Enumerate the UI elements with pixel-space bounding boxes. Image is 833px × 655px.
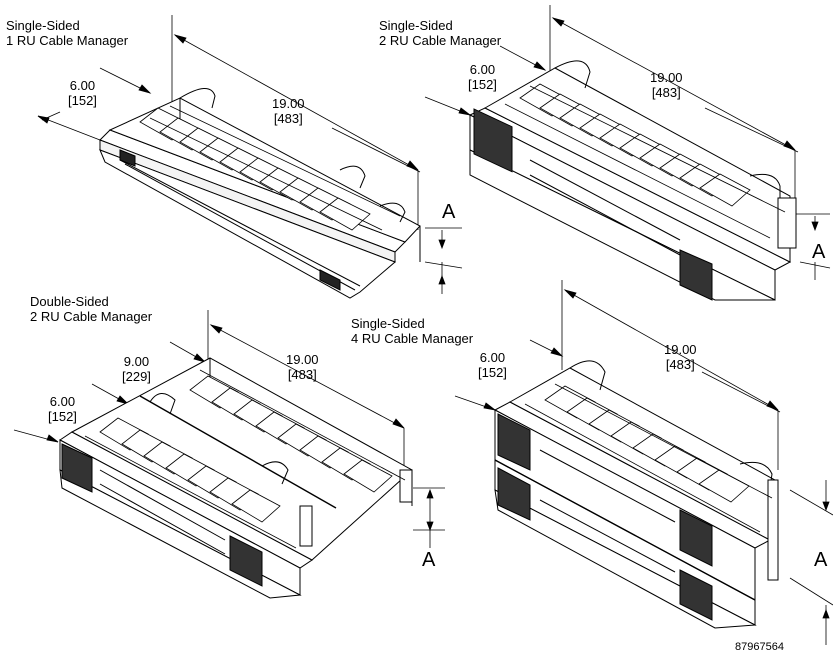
dimension-lines-2: [424, 5, 831, 280]
view-3-depth-metric: [152]: [48, 409, 77, 424]
view-4-depth-dimension: 6.00 [152]: [478, 350, 507, 380]
view-3-depth-value: 6.00: [49, 394, 76, 409]
view-4-title: Single-Sided 4 RU Cable Manager: [351, 316, 473, 346]
view-2-width-metric: [483]: [651, 85, 681, 100]
view-4-depth-metric: [152]: [478, 365, 507, 380]
view-3-title-line1: Double-Sided: [30, 294, 109, 309]
view-4-width-value: 19.00: [664, 342, 697, 357]
view-4-height-label: A: [814, 549, 828, 571]
view-3-title-line2: 2 RU Cable Manager: [30, 309, 153, 324]
dimension-lines-3: [13, 310, 445, 548]
view-1-title-line2: 1 RU Cable Manager: [6, 33, 129, 48]
view-3-depth-dimension: 6.00 [152]: [48, 394, 77, 424]
cable-manager-double-body: [59, 357, 413, 599]
view-4-depth-value: 6.00: [479, 350, 506, 365]
dimension-lines-1: [37, 15, 463, 294]
view-1ru-single-sided-drawing: [37, 15, 463, 299]
cable-manager-1ru-body: [99, 88, 421, 299]
view-2ru-single-sided-drawing: [424, 5, 831, 301]
view-1-title-line1: Single-Sided: [6, 18, 80, 33]
view-3-width-value: 19.00: [286, 352, 319, 367]
view-2-depth-dimension: 6.00 [152]: [468, 62, 497, 92]
view-3-height-label: A: [422, 549, 436, 571]
dimension-lines-4: [454, 280, 833, 645]
cable-manager-4ru-body: [493, 360, 779, 629]
view-1-depth-metric: [152]: [68, 93, 97, 108]
view-1-depth-value: 6.00: [69, 78, 96, 93]
view-4-width-dimension: 19.00 [483]: [664, 342, 697, 372]
view-4-title-line2: 4 RU Cable Manager: [351, 331, 474, 346]
view-2-title: Single-Sided 2 RU Cable Manager: [379, 18, 501, 48]
view-2-depth-value: 6.00: [469, 62, 496, 77]
view-3-inner-depth-value: 9.00: [123, 354, 150, 369]
view-2ru-double-sided-drawing: [13, 310, 445, 599]
view-2-width-value: 19.00: [650, 70, 683, 85]
view-1-height-label: A: [442, 201, 456, 223]
finger-slats-4: [524, 383, 773, 533]
view-1-depth-dimension: 6.00 [152]: [68, 78, 97, 108]
finger-slats-1: [139, 105, 401, 231]
finger-slats-2: [504, 83, 786, 239]
view-3-width-dimension: 19.00 [483]: [286, 352, 319, 382]
finger-slats-3: [84, 369, 406, 549]
view-2-height-label: A: [812, 241, 826, 263]
view-4-title-line1: Single-Sided: [351, 316, 425, 331]
view-2-depth-metric: [152]: [468, 77, 497, 92]
view-2-title-line1: Single-Sided: [379, 18, 453, 33]
view-3-inner-depth-metric: [229]: [122, 369, 151, 384]
vent-grille-left-2: [473, 108, 513, 173]
view-1-title: Single-Sided 1 RU Cable Manager: [6, 18, 128, 48]
view-4-width-metric: [483]: [665, 357, 695, 372]
cable-manager-2ru-body: [468, 60, 797, 301]
view-1-width-value: 19.00: [272, 96, 305, 111]
view-3-title: Double-Sided 2 RU Cable Manager: [30, 294, 152, 324]
view-4ru-single-sided-drawing: [454, 280, 833, 645]
view-3-width-metric: [483]: [287, 367, 317, 382]
part-number: 87967564: [735, 641, 784, 653]
view-2-width-dimension: 19.00 [483]: [650, 70, 683, 100]
view-1-width-metric: [483]: [273, 111, 303, 126]
view-1-width-dimension: 19.00 [483]: [272, 96, 305, 126]
view-3-inner-depth-dimension: 9.00 [229]: [122, 354, 151, 384]
view-2-title-line2: 2 RU Cable Manager: [379, 33, 502, 48]
